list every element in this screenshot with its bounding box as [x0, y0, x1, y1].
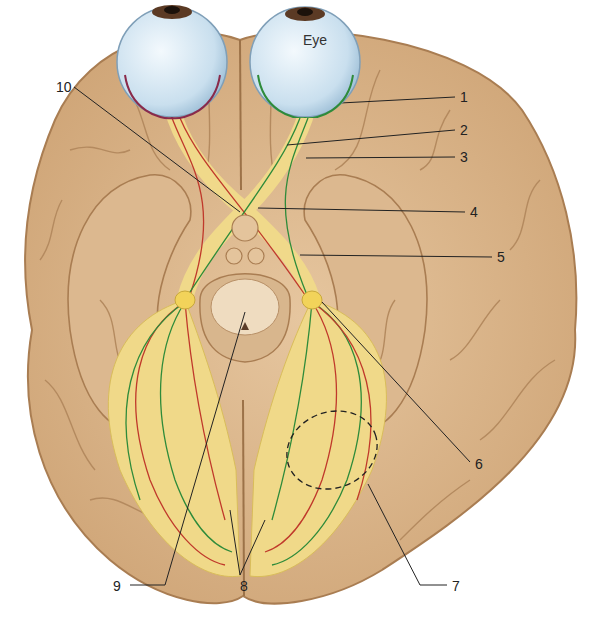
eye-label: Eye	[303, 32, 327, 48]
callout-number: 4	[470, 204, 478, 220]
callout-number: 2	[460, 122, 468, 138]
eyeball-shape	[249, 6, 361, 118]
callout-number: 1	[460, 89, 468, 105]
callout-number: 6	[475, 456, 483, 472]
callout-number: 5	[497, 249, 505, 265]
callout-number: 9	[113, 578, 121, 594]
callout-number: 10	[56, 79, 72, 95]
eyeball: Eye	[249, 6, 361, 118]
callout-number: 3	[460, 149, 468, 165]
callout-number: 7	[452, 578, 460, 594]
callout-number: 8	[240, 578, 248, 594]
